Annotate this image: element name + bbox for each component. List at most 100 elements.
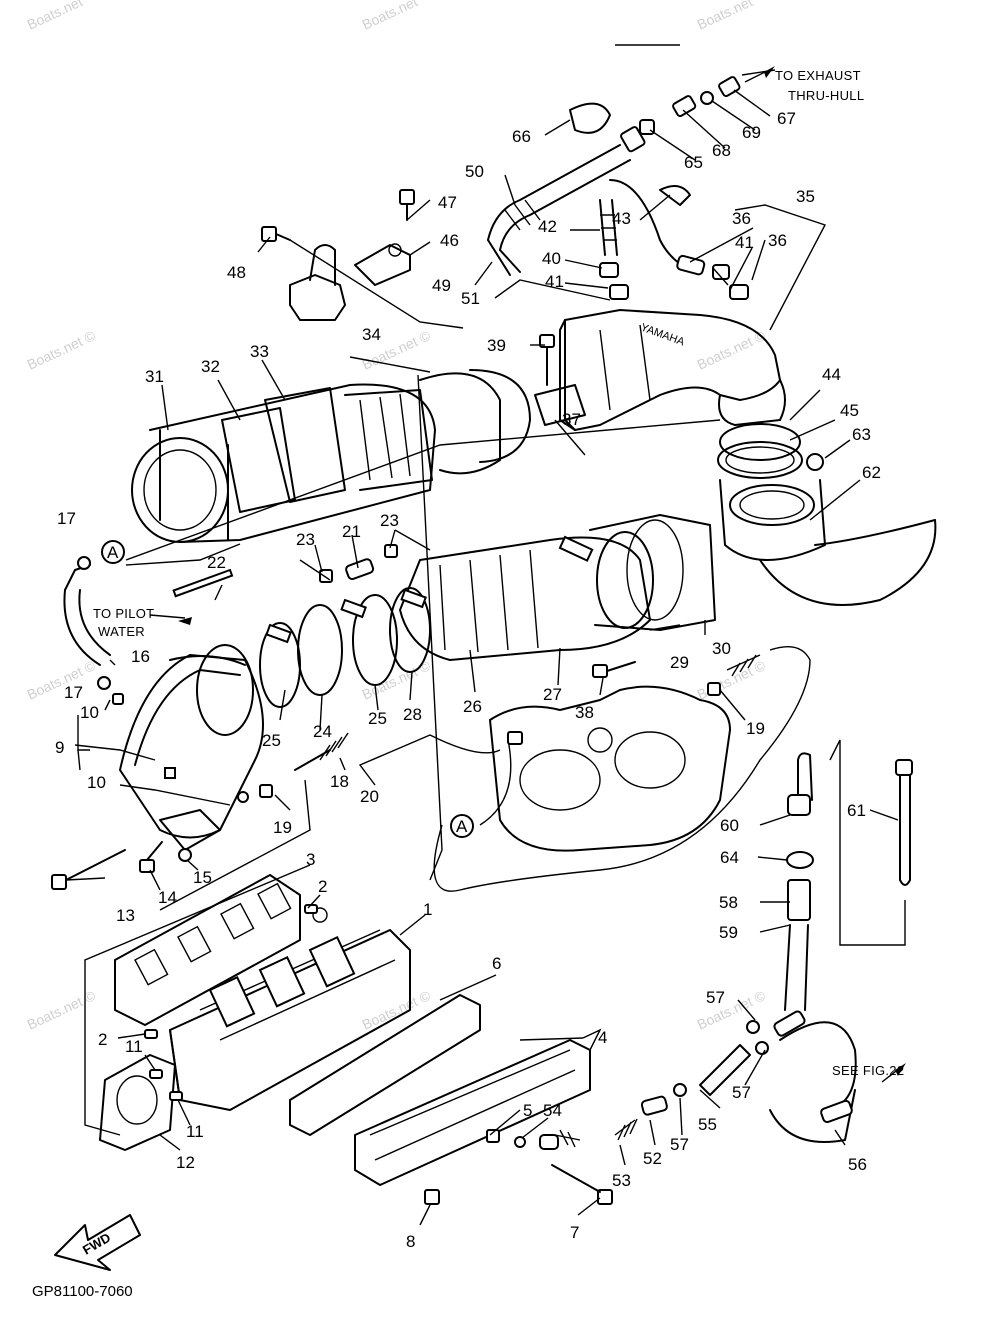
mount-brackets bbox=[261, 189, 415, 321]
callout-14: 14 bbox=[158, 888, 177, 907]
engine-block-outline bbox=[489, 685, 731, 852]
callout-60: 60 bbox=[720, 816, 739, 835]
callout-44: 44 bbox=[822, 365, 841, 384]
callout-2: 2 bbox=[318, 877, 327, 896]
outlet-flange bbox=[99, 1054, 176, 1151]
callout-63: 63 bbox=[852, 425, 871, 444]
exhaust-front-pipe bbox=[119, 644, 264, 851]
callout-17: 17 bbox=[64, 683, 83, 702]
callout-6: 6 bbox=[492, 954, 501, 973]
callout-53: 53 bbox=[612, 1171, 631, 1190]
note-pilot-line1: TO PILOT bbox=[93, 606, 154, 621]
callout-61: 61 bbox=[847, 801, 866, 820]
exhaust-muffler-middle bbox=[259, 514, 716, 708]
note-exhaust-line1: TO EXHAUST bbox=[775, 68, 861, 83]
exhaust-muffler-upper bbox=[131, 369, 531, 543]
callout-3: 3 bbox=[306, 850, 315, 869]
callout-55: 55 bbox=[698, 1115, 717, 1134]
callout-9: 9 bbox=[55, 738, 64, 757]
callout-8: 8 bbox=[406, 1232, 415, 1251]
callout-18: 18 bbox=[330, 772, 349, 791]
fwd-arrow: FWD bbox=[54, 1214, 141, 1271]
callout-5: 5 bbox=[523, 1101, 532, 1120]
callout-11: 11 bbox=[186, 1122, 204, 1141]
callout-17: 17 bbox=[57, 509, 76, 528]
callout-57: 57 bbox=[732, 1083, 751, 1102]
callout-2: 2 bbox=[98, 1030, 107, 1049]
callout-57: 57 bbox=[670, 1135, 689, 1154]
note-exhaust-line2: THRU-HULL bbox=[788, 88, 864, 103]
callout-48: 48 bbox=[227, 263, 246, 282]
callout-25: 25 bbox=[262, 731, 281, 750]
notes: TO EXHAUST THRU-HULL TO PILOT WATER SEE … bbox=[32, 68, 904, 1300]
watermark: Boats.net © bbox=[25, 327, 99, 373]
manifold-cover bbox=[289, 994, 591, 1186]
note-see-fig: SEE FIG.22 bbox=[832, 1063, 904, 1078]
water-lines bbox=[699, 752, 913, 1143]
callout-22: 22 bbox=[207, 553, 226, 572]
callout-33: 33 bbox=[250, 342, 269, 361]
callout-16: 16 bbox=[131, 647, 150, 666]
callout-21: 21 bbox=[342, 522, 361, 541]
callout-23: 23 bbox=[380, 511, 399, 530]
watermark: Boats.net bbox=[360, 0, 420, 33]
diagram-code: GP81100-7060 bbox=[32, 1283, 133, 1300]
watermark: Boats.net © bbox=[25, 657, 99, 703]
note-pilot-line2: WATER bbox=[98, 624, 145, 639]
callout-47: 47 bbox=[438, 193, 457, 212]
manifold-gasket bbox=[114, 874, 301, 1026]
callout-57: 57 bbox=[706, 988, 725, 1007]
callout-28: 28 bbox=[403, 705, 422, 724]
callout-36: 36 bbox=[732, 209, 751, 228]
callout-12: 12 bbox=[176, 1153, 195, 1172]
callout-66: 66 bbox=[512, 127, 531, 146]
callout-41: 41 bbox=[545, 272, 564, 291]
callout-11: 11 bbox=[125, 1037, 143, 1056]
ref-a-markers: A A bbox=[101, 540, 474, 838]
callout-42: 42 bbox=[538, 217, 557, 236]
callout-49: 49 bbox=[432, 276, 451, 295]
callout-19: 19 bbox=[746, 719, 765, 738]
callout-23: 23 bbox=[296, 530, 315, 549]
callout-25: 25 bbox=[368, 709, 387, 728]
callout-10: 10 bbox=[87, 773, 106, 792]
callout-32: 32 bbox=[201, 357, 220, 376]
callout-40: 40 bbox=[542, 249, 561, 268]
callout-30: 30 bbox=[712, 639, 731, 658]
watermark: Boats.net © bbox=[695, 657, 769, 703]
callout-67: 67 bbox=[777, 109, 796, 128]
callout-numbers: 1 2 2 3 4 5 6 7 8 9 10 10 11 11 12 13 14… bbox=[55, 109, 881, 1251]
callout-1: 1 bbox=[423, 900, 432, 919]
callout-64: 64 bbox=[720, 848, 739, 867]
callout-35: 35 bbox=[796, 187, 815, 206]
callout-41: 41 bbox=[735, 233, 754, 252]
callout-26: 26 bbox=[463, 697, 482, 716]
callout-29: 29 bbox=[670, 653, 689, 672]
callout-59: 59 bbox=[719, 923, 738, 942]
callout-54: 54 bbox=[543, 1101, 562, 1120]
exhaust-manifold bbox=[169, 907, 411, 1111]
callout-69: 69 bbox=[742, 123, 761, 142]
callout-62: 62 bbox=[862, 463, 881, 482]
callout-37: 37 bbox=[562, 410, 581, 429]
watermark: Boats.net © bbox=[360, 987, 434, 1033]
exhaust-coupling-hose bbox=[717, 423, 937, 606]
callout-65: 65 bbox=[684, 153, 703, 172]
callout-56: 56 bbox=[848, 1155, 867, 1174]
callout-13: 13 bbox=[116, 906, 135, 925]
callout-52: 52 bbox=[643, 1149, 662, 1168]
callout-36: 36 bbox=[768, 231, 787, 250]
callout-43: 43 bbox=[612, 209, 631, 228]
yamaha-logo-text: YAMAHA bbox=[639, 322, 687, 349]
exhaust-top-hoses bbox=[487, 76, 749, 300]
ref-a-label: A bbox=[107, 543, 119, 562]
callout-45: 45 bbox=[840, 401, 859, 420]
fasteners bbox=[51, 334, 769, 1205]
callout-38: 38 bbox=[575, 703, 594, 722]
callout-19: 19 bbox=[273, 818, 292, 837]
direction-arrows bbox=[178, 66, 906, 1076]
leader-lines bbox=[65, 44, 906, 1226]
callout-24: 24 bbox=[313, 722, 332, 741]
